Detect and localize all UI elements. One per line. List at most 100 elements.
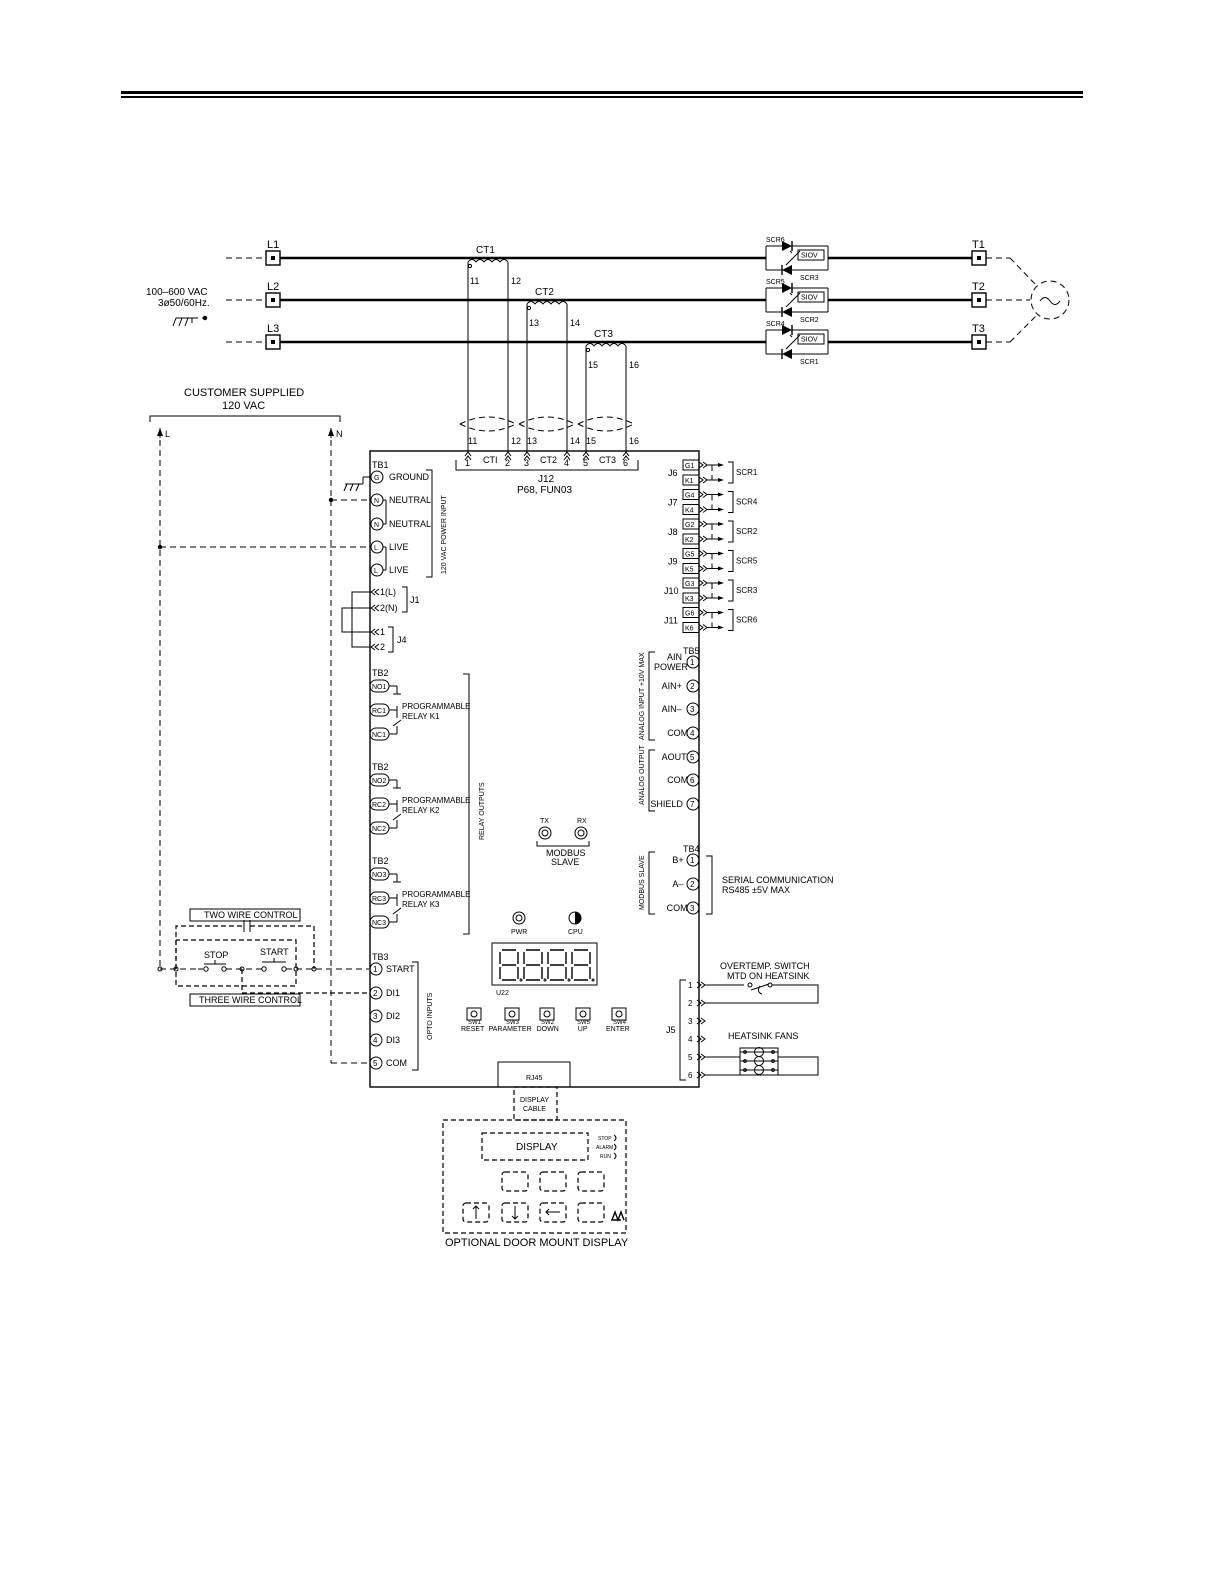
customer-line2: 120 VAC xyxy=(222,400,265,412)
tx-led-icon xyxy=(538,826,552,840)
chevron-icon xyxy=(464,455,472,461)
gate-scr: SCR1 xyxy=(736,468,758,477)
j5-pin: 3 xyxy=(688,1017,693,1026)
j12-pin: 5 xyxy=(583,458,588,468)
chevron-icon xyxy=(700,1017,706,1025)
scr-icon xyxy=(782,325,792,335)
chevron-icon xyxy=(698,461,704,469)
gate-scr: SCR4 xyxy=(736,498,758,507)
chevron-icon xyxy=(464,451,472,457)
switch-id: SW5 xyxy=(577,1020,591,1026)
tb5-name: TB5 xyxy=(683,646,700,656)
switch-label: DOWN xyxy=(537,1026,559,1033)
chevron-icon xyxy=(374,643,380,651)
scr-icon xyxy=(782,265,792,275)
label-l1: L1 xyxy=(267,239,279,251)
tb3-pin: 2 xyxy=(373,989,378,998)
relay-pin: NC3 xyxy=(372,920,386,927)
digit-icon xyxy=(547,949,567,981)
display-cable-label1: DISPLAY xyxy=(520,1097,549,1104)
chevron-icon xyxy=(582,455,590,461)
tb4-name: TB4 xyxy=(683,844,700,854)
gate-pin: G2 xyxy=(685,522,694,529)
gate-j: J6 xyxy=(668,468,678,478)
chevron-icon xyxy=(374,604,380,612)
chevron-icon xyxy=(582,451,590,457)
switch-id: SW3 xyxy=(506,1020,520,1026)
gate-scr: SCR6 xyxy=(736,616,758,625)
chevron-icon xyxy=(698,550,704,557)
customer-l: L xyxy=(165,429,170,439)
door-key xyxy=(501,1202,529,1223)
tb4-vertical: MODBUS SLAVE xyxy=(639,855,646,910)
supply-voltage: 100–600 VAC xyxy=(146,287,208,298)
door-display-screen xyxy=(481,1132,589,1161)
chevron-icon xyxy=(696,1071,702,1079)
ct-label: CT2 xyxy=(535,287,554,298)
door-display-label: DISPLAY xyxy=(516,1142,558,1153)
chevron-icon xyxy=(696,981,702,989)
chevron-icon xyxy=(698,594,704,602)
j12-pin: 3 xyxy=(524,458,529,468)
three-wire-label: THREE WIRE CONTROL xyxy=(199,995,302,1005)
relay-pin: NC2 xyxy=(372,826,386,833)
j5-pin: 1 xyxy=(688,981,693,990)
label-l2: L2 xyxy=(267,281,279,293)
gate-scr: SCR2 xyxy=(736,527,758,536)
chevron-icon xyxy=(698,506,704,513)
rx-led-icon xyxy=(574,826,588,840)
door-run-label: RUN xyxy=(600,1154,611,1160)
j12-pin: 4 xyxy=(564,458,569,468)
label-l3: L3 xyxy=(267,323,279,335)
tb3-label: DI3 xyxy=(386,1035,400,1045)
door-key xyxy=(539,1202,567,1223)
serial-label2: RS485 ±5V MAX xyxy=(722,885,790,895)
siov-box xyxy=(797,249,825,261)
gate-scr: SCR3 xyxy=(736,586,758,595)
tb3-label: START xyxy=(386,964,415,974)
door-button xyxy=(539,1171,567,1192)
switch-button-icon xyxy=(611,1007,627,1021)
chevron-icon xyxy=(370,628,376,636)
label-t2: T2 xyxy=(972,281,985,293)
chevron-icon xyxy=(698,565,704,572)
chevron-icon xyxy=(563,451,571,457)
chevron-icon xyxy=(698,579,704,587)
tb1-label: GROUND xyxy=(389,472,429,482)
label-t3: T3 xyxy=(972,323,985,335)
ct-terminal: 13 xyxy=(529,318,539,328)
chevron-icon xyxy=(696,999,702,1007)
chevron-icon xyxy=(370,643,376,651)
j5-pin: 5 xyxy=(688,1053,693,1062)
door-alarm-label: ALARM xyxy=(596,1145,613,1151)
tb5-label: AOUT xyxy=(662,752,688,762)
tb4-pin: 3 xyxy=(690,904,695,913)
terminal-screw xyxy=(686,773,700,787)
relay-label2: RELAY K2 xyxy=(402,806,440,815)
digit-icon xyxy=(571,949,591,981)
gate-j: J11 xyxy=(664,616,678,626)
ct-terminal: 14 xyxy=(570,318,580,328)
label-t1: T1 xyxy=(972,239,985,251)
j12-group: CT3 xyxy=(599,455,616,465)
switch-label: ENTER xyxy=(606,1026,630,1033)
stop-label: STOP xyxy=(204,950,228,960)
tb3-name: TB3 xyxy=(372,952,389,962)
tb4-label: A– xyxy=(672,879,683,889)
j12-top-label: 14 xyxy=(570,436,580,446)
tb5-label: POWER xyxy=(654,662,689,672)
relay-tb: TB2 xyxy=(372,856,389,866)
tb3-pin: 5 xyxy=(373,1059,378,1068)
tb3-pin: 1 xyxy=(373,965,378,974)
